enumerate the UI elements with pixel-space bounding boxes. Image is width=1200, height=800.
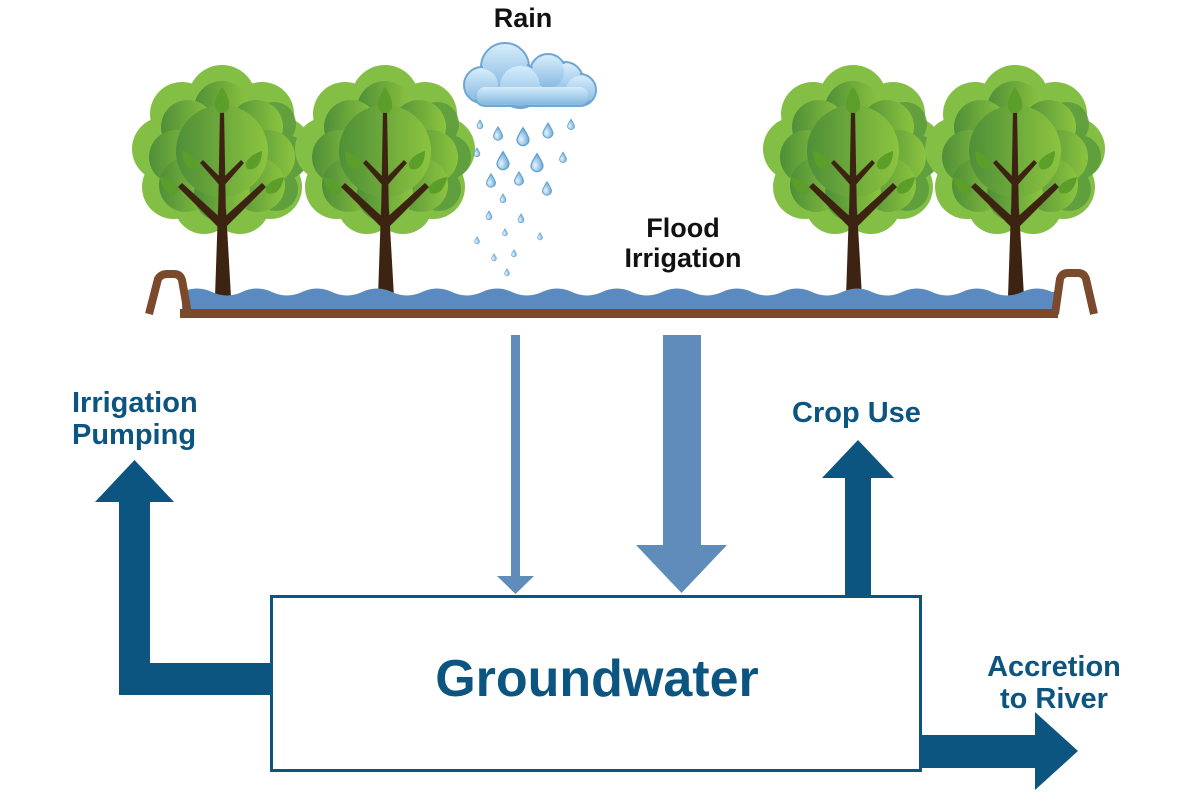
crop-use-arrow [822, 440, 894, 597]
accretion-to-river-label: Accretion to River [978, 651, 1130, 716]
tree-icon [925, 65, 1105, 297]
raindrop-icon [486, 173, 496, 188]
raindrop-icon [476, 119, 484, 130]
irrigation-pumping-line2: Pumping [72, 419, 197, 452]
raindrop-icon [502, 228, 508, 237]
raindrop-icon [499, 193, 507, 204]
raindrop-icon [496, 151, 510, 171]
accretion-line1: Accretion [987, 651, 1121, 683]
raindrop-icon [491, 253, 497, 262]
raindrop-icon [516, 126, 530, 147]
rain-recharge-arrow [497, 335, 534, 594]
raindrop-icon [567, 118, 575, 130]
flood-irrigation-line2: Irrigation [624, 243, 742, 274]
irrigation-pumping-line1: Irrigation [72, 387, 198, 419]
raindrop-icon [511, 249, 517, 258]
raindrop-icon [537, 232, 543, 241]
irrigation-pumping-arrow [95, 460, 272, 695]
tree-icon [295, 65, 475, 297]
raindrop-icon [517, 213, 525, 224]
raindrops [473, 118, 575, 277]
flood-irrigation-line1: Flood [646, 213, 720, 243]
raindrop-icon [542, 122, 554, 139]
left-berm [145, 270, 192, 315]
irrigation-pumping-label: Irrigation Pumping [72, 387, 198, 452]
flood-recharge-arrow [636, 335, 727, 593]
field-soil [180, 309, 1058, 318]
groundwater-box [270, 595, 922, 772]
raindrop-icon [474, 236, 480, 245]
groundwater-label: Groundwater [435, 650, 759, 708]
raindrop-icon [485, 210, 493, 221]
raindrop-icon [542, 181, 552, 196]
raindrop-icon [493, 126, 503, 141]
tree-icon [132, 65, 312, 297]
flooded-field-icon [145, 269, 1098, 318]
accretion-line2: to River [1000, 683, 1108, 716]
raindrop-icon [514, 171, 524, 186]
raindrop-icon [504, 268, 510, 277]
raindrop-icon [530, 153, 544, 173]
flood-irrigation-label: Flood Irrigation [608, 213, 758, 273]
crop-use-label: Crop Use [792, 397, 921, 429]
right-berm [1051, 269, 1098, 315]
raindrop-icon [559, 151, 567, 163]
tree-icon [763, 65, 943, 297]
rain-label: Rain [493, 3, 553, 33]
accretion-to-river-arrow [920, 712, 1078, 790]
rain-cloud-icon [463, 42, 597, 109]
flood-water [182, 288, 1056, 310]
